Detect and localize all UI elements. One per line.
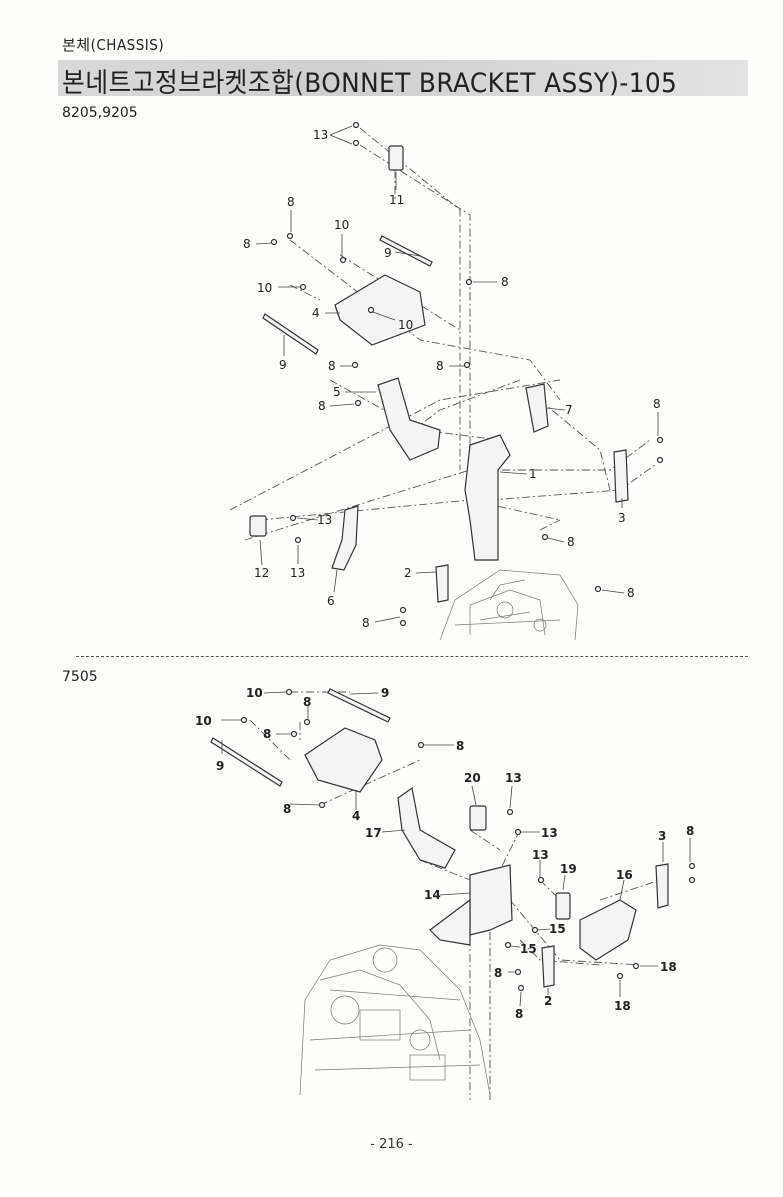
callout: 3 — [658, 829, 666, 843]
part-17-bracket — [397, 786, 456, 869]
callout: 5 — [333, 385, 341, 399]
callout: 19 — [560, 862, 577, 876]
callout: 18 — [660, 960, 677, 974]
part-4-bracket — [304, 727, 383, 793]
callout: 8 — [243, 237, 251, 251]
part-4-bracket — [334, 274, 426, 346]
part-2-plate — [435, 564, 449, 603]
callout: 10 — [257, 281, 272, 295]
title-bar — [58, 60, 748, 96]
callouts-top: 13 11 8 8 10 9 8 10 4 10 9 8 8 5 8 7 8 1… — [243, 128, 661, 630]
part-3-plate — [613, 449, 629, 503]
callout: 13 — [313, 128, 328, 142]
part-7-bracket — [525, 383, 549, 433]
callout: 14 — [424, 888, 441, 902]
callout: 8 — [436, 359, 444, 373]
callout: 13 — [317, 513, 332, 527]
callout: 10 — [398, 318, 413, 332]
callout: 3 — [618, 511, 626, 525]
callout: 1 — [529, 467, 537, 481]
part-14-wing — [429, 898, 471, 946]
part-3-plate — [655, 863, 669, 909]
part-9-rod-lower — [210, 737, 283, 787]
callout: 6 — [327, 594, 335, 608]
part-6-stay — [331, 505, 359, 571]
callout: 8 — [567, 535, 575, 549]
callout: 15 — [520, 942, 537, 956]
bottom-diagram: 10 9 8 10 8 9 8 8 4 20 13 17 13 3 8 13 1… — [195, 686, 696, 1100]
callout: 18 — [614, 999, 631, 1013]
callouts-bottom: 10 9 8 10 8 9 8 8 4 20 13 17 13 3 8 13 1… — [195, 686, 694, 1021]
callout: 9 — [384, 246, 392, 260]
callout: 8 — [501, 275, 509, 289]
callout: 8 — [318, 399, 326, 413]
engine-sketch-bottom — [299, 944, 491, 1096]
callout: 8 — [287, 195, 295, 209]
callout: 7 — [565, 403, 573, 417]
part-19-block — [555, 892, 571, 920]
callout: 8 — [328, 359, 336, 373]
leaders-top — [255, 125, 659, 623]
section-divider — [76, 656, 748, 657]
callout: 8 — [494, 966, 502, 980]
part-2-plate — [541, 945, 555, 988]
page-title: 본네트고정브라켓조합(BONNET BRACKET ASSY)-105 — [62, 68, 678, 99]
part-5-bracket — [377, 377, 441, 461]
callout: 8 — [263, 727, 271, 741]
callout: 10 — [195, 714, 212, 728]
callout: 9 — [381, 686, 389, 700]
callout: 8 — [686, 824, 694, 838]
callout: 13 — [290, 566, 305, 580]
leaders-bottom — [221, 691, 691, 1007]
section-label: 본체(CHASSIS) — [62, 36, 165, 54]
callout: 20 — [464, 771, 481, 785]
callout: 13 — [541, 826, 558, 840]
callout: 10 — [246, 686, 263, 700]
callout: 9 — [216, 759, 224, 773]
page-number: - 216 - — [370, 1137, 413, 1152]
callout: 11 — [389, 193, 404, 207]
part-11-clip — [388, 145, 404, 171]
part-14-plate — [469, 864, 513, 936]
callout: 4 — [312, 306, 320, 320]
top-diagram: 13 11 8 8 10 9 8 10 4 10 9 8 8 5 8 7 8 1… — [229, 121, 664, 641]
part-9-rod-upper — [379, 235, 433, 267]
model-label-bottom: 7505 — [62, 669, 98, 685]
part-12-block — [249, 515, 267, 537]
callout: 12 — [254, 566, 269, 580]
callout: 8 — [653, 397, 661, 411]
callout: 8 — [283, 802, 291, 816]
callout: 17 — [365, 826, 382, 840]
callout: 8 — [362, 616, 370, 630]
model-label-top: 8205,9205 — [62, 105, 138, 121]
callout: 16 — [616, 868, 633, 882]
callout: 8 — [303, 695, 311, 709]
part-9-rod-upper — [327, 688, 391, 723]
bolts-top — [270, 121, 664, 627]
callout: 15 — [549, 922, 566, 936]
callout: 10 — [334, 218, 349, 232]
callout: 2 — [404, 566, 412, 580]
bolts-bottom — [240, 688, 696, 992]
callout: 13 — [532, 848, 549, 862]
callout: 2 — [544, 994, 552, 1008]
engine-sketch-top — [439, 569, 579, 641]
callout: 8 — [515, 1007, 523, 1021]
callout: 13 — [505, 771, 522, 785]
part-16-bracket — [579, 899, 637, 961]
callout: 4 — [352, 809, 360, 823]
part-20-block — [469, 805, 487, 831]
callout: 8 — [627, 586, 635, 600]
callout: 9 — [279, 358, 287, 372]
part-9-rod-lower — [262, 313, 319, 355]
part-1-main-bracket — [464, 434, 511, 561]
callout: 8 — [456, 739, 464, 753]
